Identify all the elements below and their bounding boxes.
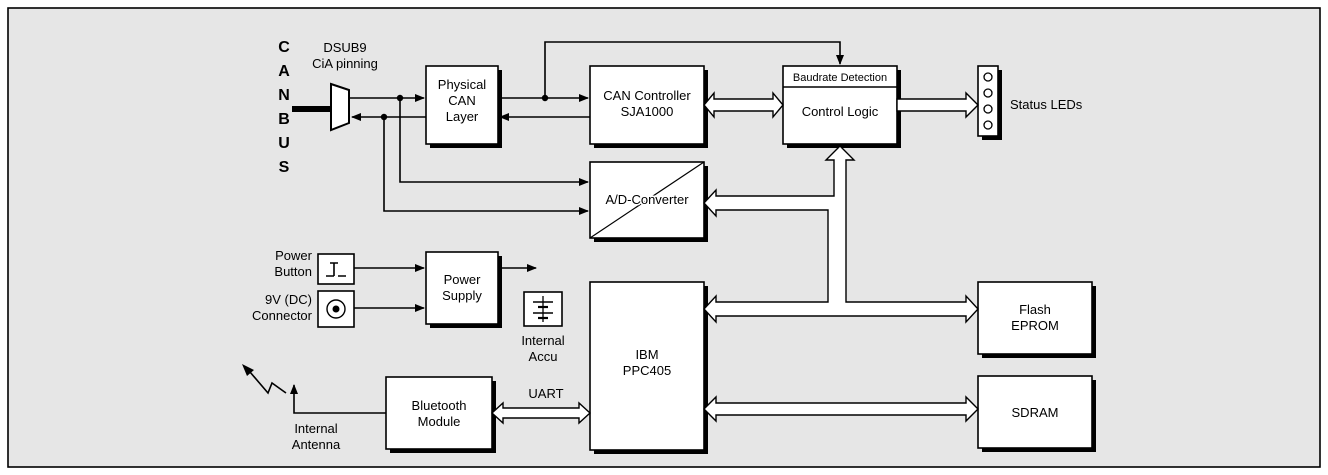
canbus-letter: A: [278, 63, 290, 80]
battery-icon: [533, 296, 553, 322]
cpu-line2: PPC405: [623, 363, 671, 378]
control-logic-label: Control Logic: [802, 104, 879, 119]
dc-connector-block: 9V (DC) Connector: [252, 290, 355, 328]
canbus-letter: N: [278, 87, 290, 104]
flash-line2: EPROM: [1011, 318, 1059, 333]
connector-label-line2: CiA pinning: [312, 56, 378, 71]
flash-line1: Flash: [1019, 302, 1051, 317]
power-button-line1: Power: [275, 248, 313, 263]
antenna-line1: Internal: [294, 421, 337, 436]
internal-accu-line1: Internal: [521, 333, 564, 348]
power-supply-block: Power Supply: [425, 251, 502, 328]
internal-accu-block: Internal Accu: [521, 291, 565, 364]
signal-lines: [242, 41, 844, 414]
status-leds-label: Status LEDs: [1010, 97, 1083, 112]
flash-eprom-block: Flash EPROM: [977, 281, 1096, 358]
adc-label: A/D-Converter: [605, 192, 689, 207]
canbus-letter: U: [278, 135, 290, 152]
power-button-line2: Button: [274, 264, 312, 279]
connector-label-line1: DSUB9: [323, 40, 366, 55]
sdram-label: SDRAM: [1012, 405, 1059, 420]
adc-block: A/D-Converter: [589, 161, 708, 242]
dc-connector-line2: Connector: [252, 308, 313, 323]
physical-layer-line2: CAN: [448, 93, 475, 108]
uart-label: UART: [528, 386, 563, 401]
led-icon: [983, 104, 993, 114]
can-controller-block: CAN Controller SJA1000: [589, 65, 708, 148]
canbus-letter: S: [279, 159, 290, 176]
bus-arrows: [490, 91, 979, 425]
physical-can-layer-block: Physical CAN Layer: [425, 65, 502, 148]
internal-accu-line2: Accu: [529, 349, 558, 364]
bluetooth-line2: Module: [418, 414, 461, 429]
baudrate-detection-label: Baudrate Detection: [793, 72, 887, 84]
led-icon: [983, 120, 993, 130]
can-controller-line1: CAN Controller: [603, 88, 691, 103]
can-controller-line2: SJA1000: [621, 104, 674, 119]
power-supply-line1: Power: [444, 272, 482, 287]
dsub9-connector: DSUB9 CiA pinning: [292, 40, 378, 132]
physical-layer-line1: Physical: [438, 77, 487, 92]
led-icon: [983, 88, 993, 98]
cpu-block: IBM PPC405: [589, 281, 708, 454]
switch-icon: [326, 262, 346, 277]
status-leds-block: Status LEDs: [977, 65, 1083, 140]
radio-wave-icon: [249, 371, 287, 395]
canbus-letter: C: [278, 39, 290, 56]
canbus-label: C A N B U S: [278, 39, 290, 176]
bluetooth-module-block: Bluetooth Module: [385, 376, 496, 453]
sdram-block: SDRAM: [977, 375, 1096, 452]
cpu-line1: IBM: [635, 347, 658, 362]
power-supply-line2: Supply: [442, 288, 482, 303]
led-icon: [983, 72, 993, 82]
canbus-letter: B: [278, 111, 290, 128]
antenna-line2: Antenna: [292, 437, 341, 452]
physical-layer-line3: Layer: [446, 109, 479, 124]
bluetooth-line1: Bluetooth: [412, 398, 467, 413]
control-logic-block: Baudrate Detection Control Logic: [782, 65, 901, 148]
dc-connector-line1: 9V (DC): [265, 292, 312, 307]
power-button-block: Power Button: [274, 248, 355, 285]
